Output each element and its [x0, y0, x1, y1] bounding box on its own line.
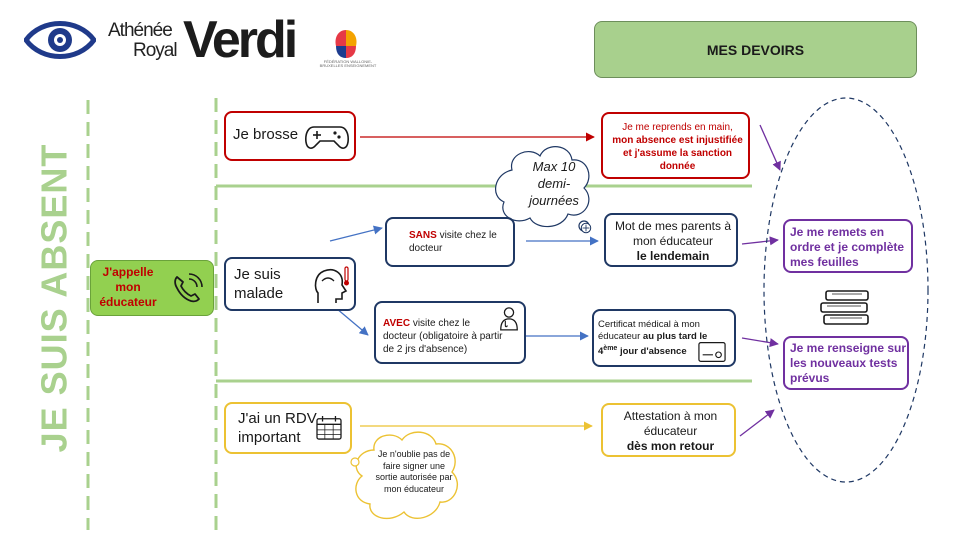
calendar-icon — [316, 416, 342, 440]
brand-verdi: Verdi — [183, 11, 298, 69]
doctor-icon — [500, 307, 518, 331]
sans-visite-box: SANS visite chez le docteur — [385, 217, 515, 267]
devoir-renseigne: Je me renseigne sur les nouveaux tests p… — [783, 336, 909, 390]
sans-strong: SANS — [409, 230, 437, 241]
certificate-icon — [698, 342, 726, 362]
certificat-deadline: au plus tard le 4 — [598, 331, 708, 358]
renseigne-text: Je me renseigne sur les nouveaux tests p… — [790, 341, 907, 385]
sans-rest: visite chez le docteur — [409, 230, 497, 254]
fwb-logo-icon — [335, 30, 357, 58]
avec-visite-box: AVEC visite chez le docteur (obligatoire… — [374, 301, 526, 364]
brand-athenee: Athénée — [108, 20, 173, 41]
brosse-outcome-line2: mon absence est injustifiée et j'assume … — [612, 135, 743, 172]
eye-logo-icon — [24, 21, 96, 59]
avec-rest: visite chez le docteur (obligatoire à pa… — [383, 318, 503, 355]
brosse-label: Je brosse — [233, 126, 299, 143]
gamepad-icon — [305, 126, 349, 149]
certificat-deadline-end: jour d'absence — [617, 346, 687, 358]
outcome-brosse: Je me reprends en main, mon absence est … — [601, 112, 750, 179]
phone-icon — [174, 273, 203, 303]
appelle-text: J'appelle mon éducateur — [99, 265, 157, 309]
sick-head-icon — [314, 266, 349, 303]
appelle-educateur-box: J'appelle mon éducateur — [90, 260, 214, 316]
rdv-label: J'ai un RDV important — [238, 410, 317, 446]
case-rdv: J'ai un RDV important — [224, 402, 352, 454]
vertical-title-text: JE SUIS ABSENT — [33, 143, 75, 453]
attestation-when: dès mon retour — [626, 439, 715, 453]
outcome-certificat: Certificat médical à mon éducateur au pl… — [592, 309, 736, 367]
brosse-outcome-line1: Je me reprends en main, — [622, 122, 733, 133]
outcome-mot-parents: Mot de mes parents à mon éducateur le le… — [604, 213, 738, 267]
brand-royal: Royal — [133, 40, 178, 61]
mot-parents-text: Mot de mes parents à mon éducateur — [614, 219, 732, 248]
outcome-attestation: Attestation à mon éducateur dès mon reto… — [601, 403, 736, 457]
malade-label: Je suis malade — [234, 266, 284, 302]
fwb-caption: FÉDÉRATION WALLONIE-BRUXELLES ENSEIGNEME… — [319, 59, 377, 69]
remets-text: Je me remets en ordre et je complète mes… — [790, 225, 905, 269]
sortie-text: Je n'oublie pas de faire signer une sort… — [375, 449, 453, 494]
mes-devoirs-banner: MES DEVOIRS — [594, 21, 917, 78]
mot-parents-when: le lendemain — [636, 249, 710, 263]
certificat-sup: ème — [603, 345, 618, 352]
certificat-text: Certificat médical à mon éducateur — [598, 319, 700, 342]
attestation-text: Attestation à mon éducateur — [623, 409, 718, 438]
avec-strong: AVEC — [383, 318, 411, 329]
case-malade: Je suis malade — [224, 257, 356, 311]
vertical-title: JE SUIS ABSENT — [26, 128, 82, 468]
books-icon — [820, 290, 869, 325]
devoir-remets: Je me remets en ordre et je complète mes… — [783, 219, 913, 273]
small-loop-icon — [580, 222, 592, 234]
cloud-sortie — [350, 431, 458, 520]
case-brosse: Je brosse — [224, 111, 356, 161]
max10-text: Max 10 demi-journées — [529, 159, 579, 208]
